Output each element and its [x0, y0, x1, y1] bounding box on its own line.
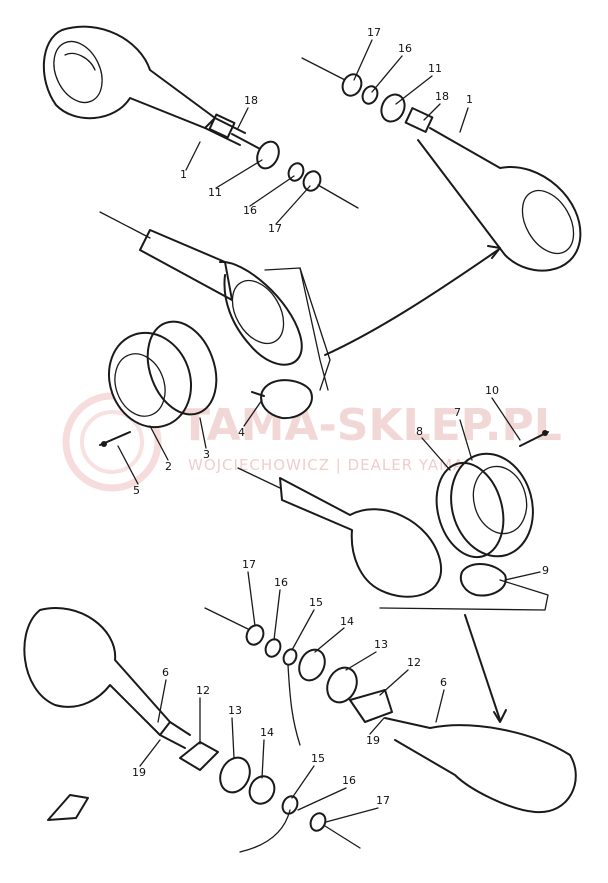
part-label: 2 — [165, 460, 172, 473]
part-label: 18 — [435, 90, 449, 103]
part-labels: 17 16 11 18 1 18 1 11 16 17 4 3 2 5 10 7… — [132, 26, 549, 807]
part-label: 12 — [407, 656, 421, 669]
part-label: 1 — [466, 93, 473, 106]
part-label: 17 — [268, 222, 282, 235]
part-label: 6 — [162, 666, 169, 679]
part-label: 17 — [242, 558, 256, 571]
part-label: 17 — [367, 26, 381, 39]
lower-right-flasher — [204, 607, 577, 814]
front-right-flasher — [301, 57, 582, 272]
part-label: 16 — [243, 204, 257, 217]
part-label: 6 — [440, 676, 447, 689]
part-label: 13 — [228, 704, 242, 717]
part-label: 18 — [244, 94, 258, 107]
rear-left-flasher — [99, 211, 501, 447]
part-label: 9 — [542, 564, 549, 577]
lower-left-flasher — [23, 607, 361, 853]
front-arrow-icon — [47, 794, 89, 821]
part-label: 15 — [309, 596, 323, 609]
part-label: 17 — [376, 794, 390, 807]
part-label: 4 — [238, 426, 245, 439]
part-label: 7 — [454, 406, 461, 419]
part-label: 11 — [208, 186, 222, 199]
part-label: 14 — [340, 615, 354, 628]
part-label: 19 — [366, 734, 380, 747]
part-label: 3 — [203, 448, 210, 461]
watermark-sub-text: WOJCIECHOWICZ | DEALER YAMAHA — [188, 456, 488, 474]
part-label: 16 — [274, 576, 288, 589]
part-label: 5 — [133, 484, 140, 497]
part-label: 16 — [398, 42, 412, 55]
rear-right-flasher — [237, 430, 549, 723]
part-label: 11 — [428, 62, 442, 75]
part-label: 15 — [311, 752, 325, 765]
part-label: 10 — [485, 384, 499, 397]
part-label: 16 — [342, 774, 356, 787]
part-label: 8 — [416, 425, 423, 438]
part-label: 12 — [196, 684, 210, 697]
part-label: 14 — [260, 726, 274, 739]
part-label: 19 — [132, 766, 146, 779]
part-label: 13 — [374, 638, 388, 651]
front-left-flasher — [43, 25, 359, 209]
leader-lines — [117, 39, 541, 823]
part-label: 1 — [180, 168, 187, 181]
